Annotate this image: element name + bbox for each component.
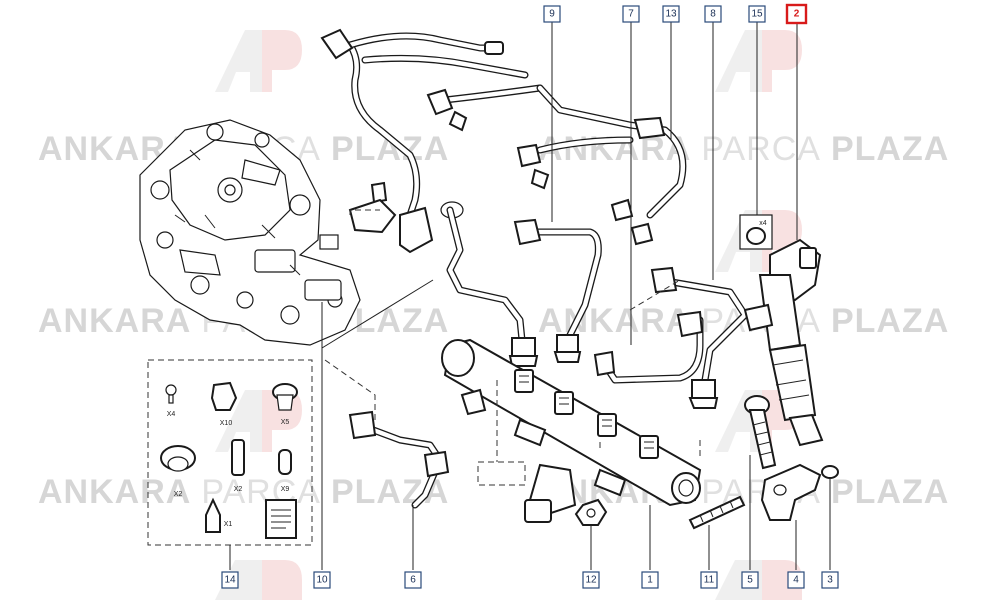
kit-nut [210,381,238,411]
callout-13[interactable]: 13 [662,5,680,23]
callout-10-label: 10 [316,575,328,586]
callout-4[interactable]: 4 [787,571,805,589]
callout-15-label: 15 [751,9,763,20]
callout-12[interactable]: 12 [582,571,600,589]
hp-pipe-7 [593,310,704,384]
callout-5[interactable]: 5 [741,571,759,589]
callout-2-label: 2 [794,9,800,20]
kit-pin [231,439,245,476]
callout-7-label: 7 [628,9,634,20]
hp-pipe-6 [348,410,450,509]
callout-3[interactable]: 3 [821,571,839,589]
nut-12 [574,498,608,526]
callout-12-label: 12 [585,575,597,586]
hardware-kit: X4 X10 X5 X2 X2 X9 X1 [147,359,313,546]
kit-label-x10: X10 [220,420,233,427]
stud-11 [688,495,746,530]
callout-3-label: 3 [827,575,833,586]
high-pressure-pump [139,119,361,346]
callout-14[interactable]: 14 [221,571,239,589]
kit-label-x2: X2 [174,491,183,498]
ring-quantity-label: x4 [759,220,767,227]
leader-lines [229,22,831,570]
callout-4-label: 4 [793,575,799,586]
seal-ring-3 [821,465,839,479]
callout-2[interactable]: 2 [785,3,808,25]
injector-2 [743,238,824,447]
hp-pipe-8 [650,266,749,409]
callout-10[interactable]: 10 [313,571,331,589]
callout-1[interactable]: 1 [641,571,659,589]
kit-instruction-leaflet [265,499,297,539]
callout-8-label: 8 [710,9,716,20]
kit-label-x1: X1 [224,521,233,528]
watermark-logo [715,30,802,92]
callout-8[interactable]: 8 [704,5,722,23]
callout-6[interactable]: 6 [404,571,422,589]
kit-cap [278,449,292,475]
callout-6-label: 6 [410,575,416,586]
hp-pipe-9 [513,218,602,363]
callout-11[interactable]: 11 [700,571,718,589]
kit-label-x9: X9 [281,486,290,493]
kit-bushing [272,383,298,411]
kit-seal [160,445,196,472]
callout-15[interactable]: 15 [748,5,766,23]
kit-label-x5: X5 [281,419,290,426]
kit-label-x4: X4 [167,411,176,418]
kit-screw [165,384,177,404]
callout-5-label: 5 [747,575,753,586]
callout-9[interactable]: 9 [543,5,561,23]
callout-7[interactable]: 7 [622,5,640,23]
kit-label-x2: X2 [234,486,243,493]
return-hose-assembly [320,28,687,254]
callout-9-label: 9 [549,9,555,20]
guide-lines [324,209,701,486]
fuel-rail [441,338,702,523]
clamp-4 [760,463,822,521]
callout-1-label: 1 [647,575,653,586]
kit-plug [205,497,221,533]
callout-11-label: 11 [704,575,715,586]
callout-14-label: 14 [224,575,236,586]
watermark-logo [215,30,302,92]
bolt-5 [744,395,777,470]
callout-13-label: 13 [665,9,677,20]
o-ring-15: x4 [739,214,773,250]
